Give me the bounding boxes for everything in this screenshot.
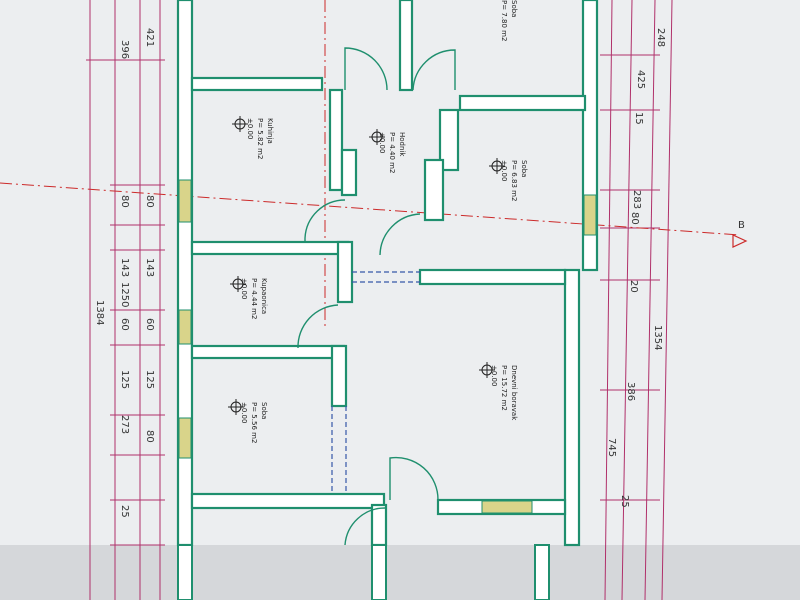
svg-text:±0.00: ±0.00 (240, 278, 248, 299)
section-marker-arrow (732, 234, 748, 248)
svg-text:1384: 1384 (94, 300, 105, 325)
svg-text:80: 80 (119, 195, 130, 208)
svg-text:Soba: Soba (260, 402, 268, 419)
svg-text:1354: 1354 (652, 325, 663, 350)
svg-text:283: 283 (631, 190, 642, 209)
svg-text:20: 20 (628, 280, 639, 293)
svg-text:15: 15 (633, 112, 644, 125)
room-label-soba-left: Soba P= 5.56 m2 ±0.00 (228, 399, 268, 443)
room-label-hodnik: Hodnik P= 4.40 m2 ±0.00 (369, 129, 406, 173)
room-label-kupaonica: Kupaonica P= 4.44 m2 ±0.00 (230, 276, 268, 319)
svg-text:Soba: Soba (520, 160, 528, 177)
svg-text:143: 143 (119, 258, 130, 277)
svg-text:Dnevni boravak: Dnevni boravak (510, 365, 518, 421)
left-dimension-labels: 1384 1250 396 80 143 60 125 273 25 421 8… (94, 28, 155, 518)
svg-text:Soba: Soba (510, 0, 518, 17)
svg-text:396: 396 (119, 40, 130, 59)
svg-text:745: 745 (606, 438, 617, 457)
svg-text:P= 15.72 m2: P= 15.72 m2 (500, 365, 508, 411)
svg-text:273: 273 (119, 415, 130, 434)
room-label-soba-top: Soba P= 7.80 m2 (500, 0, 518, 41)
door-swings (297, 47, 456, 546)
room-label-dnevni-boravak: Dnevni boravak P= 15.72 m2 ±0.00 (479, 362, 518, 421)
svg-text:386: 386 (625, 382, 636, 401)
svg-text:60: 60 (144, 318, 155, 331)
svg-text:P= 4.40 m2: P= 4.40 m2 (388, 132, 396, 173)
room-label-kuhinja: Kuhinja P= 5.82 m2 ±0.00 (232, 116, 274, 159)
walls (176, 0, 599, 547)
section-marker-label: B (738, 220, 745, 231)
svg-text:P= 4.44 m2: P= 4.44 m2 (250, 278, 258, 319)
left-dimension-ticks (86, 59, 165, 546)
svg-text:125: 125 (144, 370, 155, 389)
svg-text:±0.00: ±0.00 (378, 132, 386, 153)
svg-text:±0.00: ±0.00 (500, 160, 508, 181)
lower-plan-fragment (177, 544, 550, 600)
svg-text:Hodnik: Hodnik (398, 132, 406, 157)
svg-text:P= 5.56 m2: P= 5.56 m2 (250, 402, 258, 443)
svg-text:25: 25 (619, 495, 630, 508)
svg-text:Kuhinja: Kuhinja (266, 118, 274, 144)
svg-text:P= 7.80 m2: P= 7.80 m2 (500, 0, 508, 41)
svg-text:60: 60 (119, 318, 130, 331)
paper-lower-fold (0, 545, 800, 600)
svg-text:125: 125 (119, 370, 130, 389)
svg-text:±0.00: ±0.00 (490, 365, 498, 386)
svg-text:421: 421 (144, 28, 155, 47)
svg-text:80: 80 (144, 195, 155, 208)
svg-text:±0.00: ±0.00 (246, 118, 254, 139)
svg-text:425: 425 (635, 70, 646, 89)
svg-text:25: 25 (119, 505, 130, 518)
svg-text:143: 143 (144, 258, 155, 277)
svg-text:P= 6.83 m2: P= 6.83 m2 (510, 160, 518, 201)
svg-text:±0.00: ±0.00 (240, 402, 248, 423)
svg-text:80: 80 (144, 430, 155, 443)
section-axis-line (0, 182, 741, 236)
svg-text:Kupaonica: Kupaonica (260, 278, 268, 314)
windows (178, 179, 597, 514)
svg-text:80: 80 (629, 212, 640, 225)
svg-text:P= 5.82 m2: P= 5.82 m2 (256, 118, 264, 159)
right-dimension-ticks (600, 54, 660, 501)
svg-text:1250: 1250 (119, 282, 130, 307)
room-label-soba-right: Soba P= 6.83 m2 ±0.00 (489, 158, 528, 201)
svg-text:248: 248 (655, 28, 666, 47)
right-dimension-labels: 248 425 15 283 80 20 386 25 745 1354 (606, 28, 666, 508)
open-passages (331, 271, 420, 494)
